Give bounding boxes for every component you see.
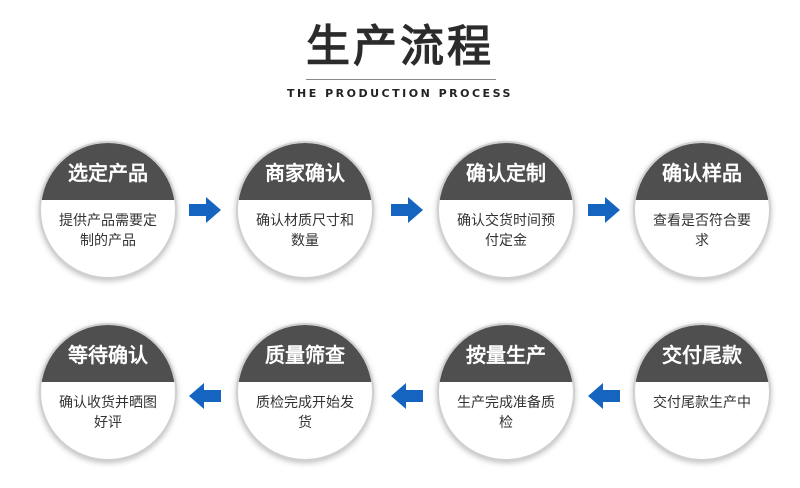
step-wait-confirm: 等待确认 确认收货并晒图好评 <box>39 323 177 461</box>
step-title: 商家确认 <box>238 143 372 200</box>
step-mass-production: 按量生产 生产完成准备质检 <box>437 323 575 461</box>
step-title: 交付尾款 <box>635 325 769 382</box>
step-confirm-customization: 确认定制 确认交货时间预付定金 <box>437 141 575 279</box>
arrow-right-icon <box>588 197 620 223</box>
step-final-payment: 交付尾款 交付尾款生产中 <box>633 323 771 461</box>
step-description: 提供产品需要定制的产品 <box>59 213 157 249</box>
step-title: 等待确认 <box>41 325 175 382</box>
step-title: 确认定制 <box>439 143 573 200</box>
step-title: 质量筛查 <box>238 325 372 382</box>
step-select-product: 选定产品 提供产品需要定制的产品 <box>39 141 177 279</box>
step-quality-screening: 质量筛查 质检完成开始发货 <box>236 323 374 461</box>
arrow-left-icon <box>391 383 423 409</box>
arrow-right-icon <box>189 197 221 223</box>
step-description: 查看是否符合要求 <box>653 213 751 249</box>
page-subtitle: THE PRODUCTION PROCESS <box>287 87 513 100</box>
step-description: 交付尾款生产中 <box>653 395 751 411</box>
step-description: 确认收货并晒图好评 <box>59 395 157 431</box>
arrow-left-icon <box>588 383 620 409</box>
arrow-right-icon <box>391 197 423 223</box>
step-confirm-sample: 确认样品 查看是否符合要求 <box>633 141 771 279</box>
step-description: 质检完成开始发货 <box>256 395 354 431</box>
page-title: 生产流程 <box>306 21 494 72</box>
arrow-left-icon <box>189 383 221 409</box>
step-merchant-confirm: 商家确认 确认材质尺寸和数量 <box>236 141 374 279</box>
step-description: 生产完成准备质检 <box>457 395 555 431</box>
step-title: 按量生产 <box>439 325 573 382</box>
step-title: 确认样品 <box>635 143 769 200</box>
title-divider <box>306 79 496 80</box>
step-description: 确认交货时间预付定金 <box>457 213 555 249</box>
step-description: 确认材质尺寸和数量 <box>256 213 354 249</box>
step-title: 选定产品 <box>41 143 175 200</box>
